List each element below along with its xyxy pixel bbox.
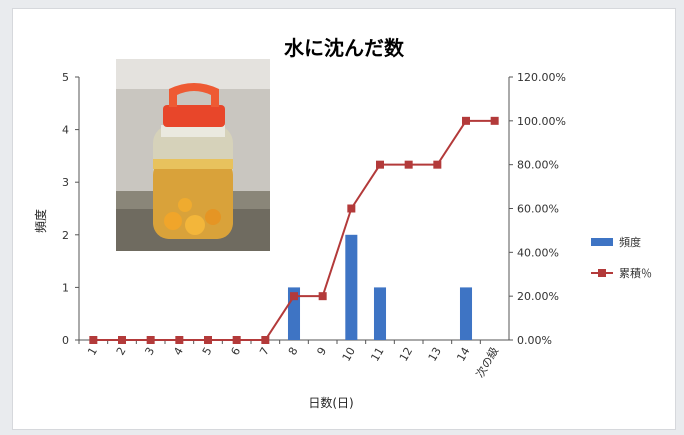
x-tick-label: 12 — [397, 345, 415, 364]
y2-tick-label: 0.00% — [517, 334, 552, 347]
y-tick-label: 1 — [62, 281, 69, 294]
y-tick-label: 4 — [62, 124, 69, 137]
legend-bar-swatch — [591, 238, 613, 246]
line-point — [261, 336, 270, 344]
y-tick-label: 2 — [62, 229, 69, 242]
x-tick-label: 10 — [340, 345, 358, 364]
line-point — [404, 160, 413, 169]
x-tick-label: 6 — [229, 345, 244, 358]
legend-label: 累積％ — [619, 266, 652, 280]
y-axis-label: 頻度 — [33, 209, 48, 233]
line-point — [290, 292, 298, 301]
line-point — [204, 336, 212, 344]
y2-tick-label: 40.00% — [517, 246, 559, 259]
bar — [459, 287, 473, 340]
line-point — [462, 116, 470, 125]
y2-tick-label: 20.00% — [517, 290, 559, 303]
line-point — [175, 336, 184, 344]
x-tick-label: 4 — [171, 345, 186, 358]
line-point — [347, 204, 356, 213]
x-tick-label: 13 — [426, 345, 444, 364]
y2-tick-label: 120.00% — [517, 71, 566, 84]
y2-tick-label: 100.00% — [517, 115, 566, 128]
bar — [373, 287, 387, 340]
x-axis-label: 日数(日) — [308, 395, 353, 410]
line-point — [89, 336, 98, 344]
line-series — [89, 116, 499, 344]
x-tick-label: 5 — [200, 345, 215, 358]
legend-line-marker — [598, 269, 606, 277]
x-tick-label: 14 — [454, 345, 472, 364]
legend-label: 頻度 — [619, 235, 641, 249]
bar-series — [287, 234, 473, 340]
line-point — [146, 336, 155, 344]
line-point — [318, 292, 327, 301]
x-tick-label: 2 — [114, 345, 129, 358]
x-tick-label: 9 — [315, 345, 330, 358]
y-tick-label: 5 — [62, 71, 69, 84]
x-tick-label: 11 — [368, 345, 386, 364]
line-point — [232, 336, 241, 344]
jar-photo — [116, 59, 270, 251]
x-tick-label: 1 — [85, 345, 100, 358]
y-tick-label: 0 — [62, 334, 69, 347]
x-tick-label: 3 — [143, 345, 158, 358]
line-point — [118, 336, 126, 344]
chart-title: 水に沈んだ数 — [284, 36, 405, 60]
x-tick-label: 8 — [286, 345, 301, 358]
bar — [345, 234, 358, 340]
combo-chart: 水に沈んだ数 0123450.00%20.00%40.00%60.00%80.0… — [33, 36, 652, 410]
line-point — [433, 160, 442, 169]
x-tick-label: 7 — [257, 345, 272, 358]
line-point — [376, 160, 384, 169]
x-tick-label: 次の級 — [473, 344, 502, 380]
line-point — [490, 116, 499, 125]
y2-tick-label: 60.00% — [517, 203, 559, 216]
y-tick-label: 3 — [62, 176, 69, 189]
y2-tick-label: 80.00% — [517, 159, 559, 172]
